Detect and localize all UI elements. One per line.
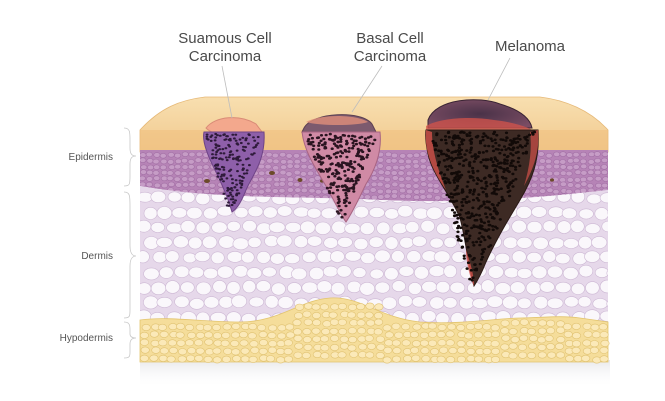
label-squamous-line1: Suamous Cell	[178, 30, 271, 47]
label-epidermis: Epidermis	[69, 152, 113, 163]
layer-brackets	[123, 127, 137, 359]
label-basal-line2: Carcinoma	[354, 48, 427, 65]
label-hypodermis: Hypodermis	[60, 333, 113, 344]
melanoma-tumor	[425, 99, 539, 288]
basal-cell-carcinoma	[301, 114, 381, 223]
leader-lines	[221, 57, 511, 119]
ground-shadow	[140, 360, 610, 388]
label-dermis: Dermis	[81, 251, 113, 262]
squamous-cell-carcinoma	[203, 117, 265, 213]
label-basal-line1: Basal Cell	[356, 30, 424, 47]
label-squamous-line2: Carcinoma	[189, 48, 262, 65]
label-melanoma: Melanoma	[495, 38, 566, 55]
fat-cells	[139, 302, 610, 364]
